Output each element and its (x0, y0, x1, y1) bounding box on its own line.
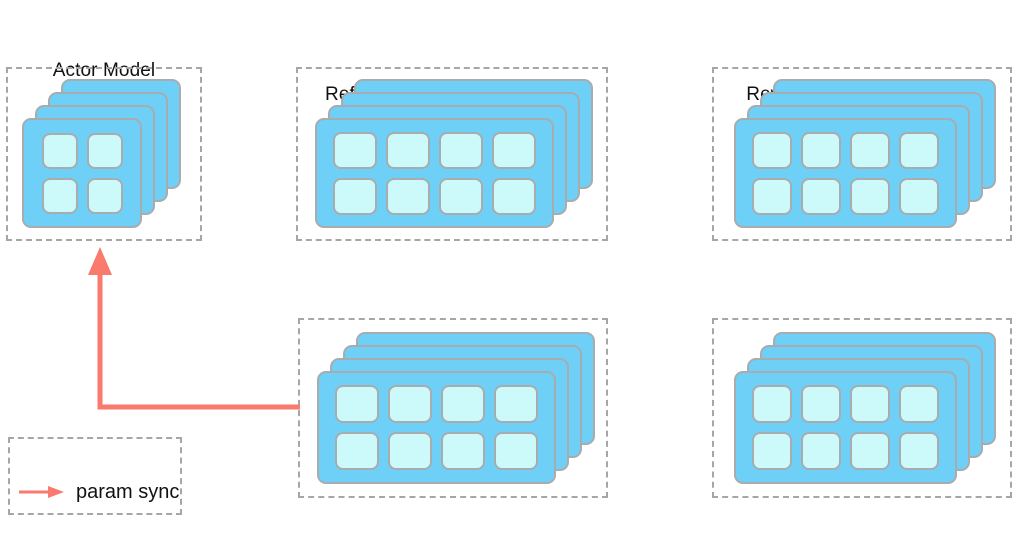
card-front-reference[interactable] (315, 118, 554, 228)
gpu-cell (441, 385, 485, 423)
gpu-cell (801, 385, 841, 423)
card-front-actor-deepspeed[interactable] (317, 371, 556, 484)
legend-row-param-sync: param sync (18, 481, 179, 503)
gpu-cell (388, 385, 432, 423)
gpu-cell (492, 177, 536, 215)
param-sync-arrow-head (88, 247, 112, 275)
gpu-cell (850, 177, 890, 215)
gpu-cell (439, 177, 483, 215)
group-title-critic: Critic Model (deepspeed) (712, 505, 1012, 546)
gpu-cell (86, 132, 123, 169)
group-box-reference[interactable] (296, 67, 608, 241)
gpu-cell (494, 385, 538, 423)
gpu-cell (441, 432, 485, 470)
gpu-cell (333, 131, 377, 169)
card-stack-critic (734, 332, 996, 484)
gpu-cell (899, 177, 939, 215)
gpu-cell (386, 131, 430, 169)
gpu-cell (850, 131, 890, 169)
gpu-cell (801, 177, 841, 215)
group-box-critic[interactable] (712, 318, 1012, 498)
gpu-cell (494, 432, 538, 470)
group-box-actor-vllm[interactable] (6, 67, 202, 241)
card-stack-reward (734, 79, 996, 228)
card-front-critic[interactable] (734, 371, 957, 484)
param-sync-arrow-path (97, 270, 300, 410)
card-stack-actor-vllm (22, 79, 182, 228)
gpu-cell (850, 432, 890, 470)
arrow-right-icon (19, 486, 64, 498)
group-title-line-1: Actor Model (52, 60, 156, 81)
gpu-cell (801, 131, 841, 169)
gpu-cell (801, 432, 841, 470)
gpu-cell (439, 131, 483, 169)
gpu-cell (335, 432, 379, 470)
gpu-cell (335, 385, 379, 423)
gpu-cell (388, 432, 432, 470)
gpu-cell (752, 432, 792, 470)
gpu-cell (386, 177, 430, 215)
gpu-cell (41, 177, 78, 214)
gpu-cell (752, 385, 792, 423)
gpu-cell (850, 385, 890, 423)
gpu-cell (752, 177, 792, 215)
gpu-cell (752, 131, 792, 169)
card-stack-reference (315, 79, 593, 228)
group-box-reward[interactable] (712, 67, 1012, 241)
group-box-actor-deepspeed[interactable] (298, 318, 608, 498)
gpu-cell (899, 385, 939, 423)
card-stack-actor-deepspeed (317, 332, 595, 484)
gpu-cell (492, 131, 536, 169)
card-front-reward[interactable] (734, 118, 957, 228)
legend-label-param-sync: param sync (76, 481, 180, 503)
gpu-cell (899, 432, 939, 470)
gpu-cell (86, 177, 123, 214)
gpu-cell (333, 177, 377, 215)
legend-box (8, 437, 182, 515)
gpu-cell (899, 131, 939, 169)
card-front-actor-vllm[interactable] (22, 118, 142, 228)
gpu-cell (41, 132, 78, 169)
group-title-actor-deepspeed: Actor Model (deepspeed) (298, 505, 608, 546)
